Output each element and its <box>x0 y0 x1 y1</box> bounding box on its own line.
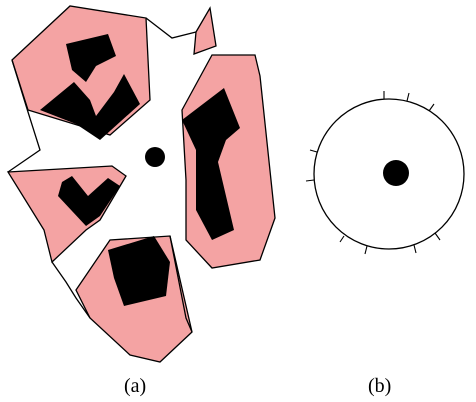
panel-b <box>305 91 465 255</box>
circle-ticks <box>305 91 441 255</box>
viewpoint-dot-a <box>145 147 165 167</box>
panel-a <box>6 5 276 363</box>
star-edge-bottom-right <box>169 235 193 333</box>
region-spike-top <box>193 6 217 55</box>
star-edge-left <box>7 59 41 173</box>
panel-a-caption: (a) <box>124 375 147 397</box>
viewpoint-dot-b <box>383 160 409 186</box>
star-edge-top <box>145 17 197 39</box>
obstacle-right <box>182 88 240 240</box>
obstacle-top <box>66 34 116 82</box>
region-right <box>181 54 276 269</box>
panel-b-caption: (b) <box>368 375 392 397</box>
obstacle-left <box>58 176 120 226</box>
star-edge-bottom-left <box>51 261 91 319</box>
obstacle-upper-left <box>40 74 140 140</box>
obstacle-bottom <box>108 236 170 306</box>
